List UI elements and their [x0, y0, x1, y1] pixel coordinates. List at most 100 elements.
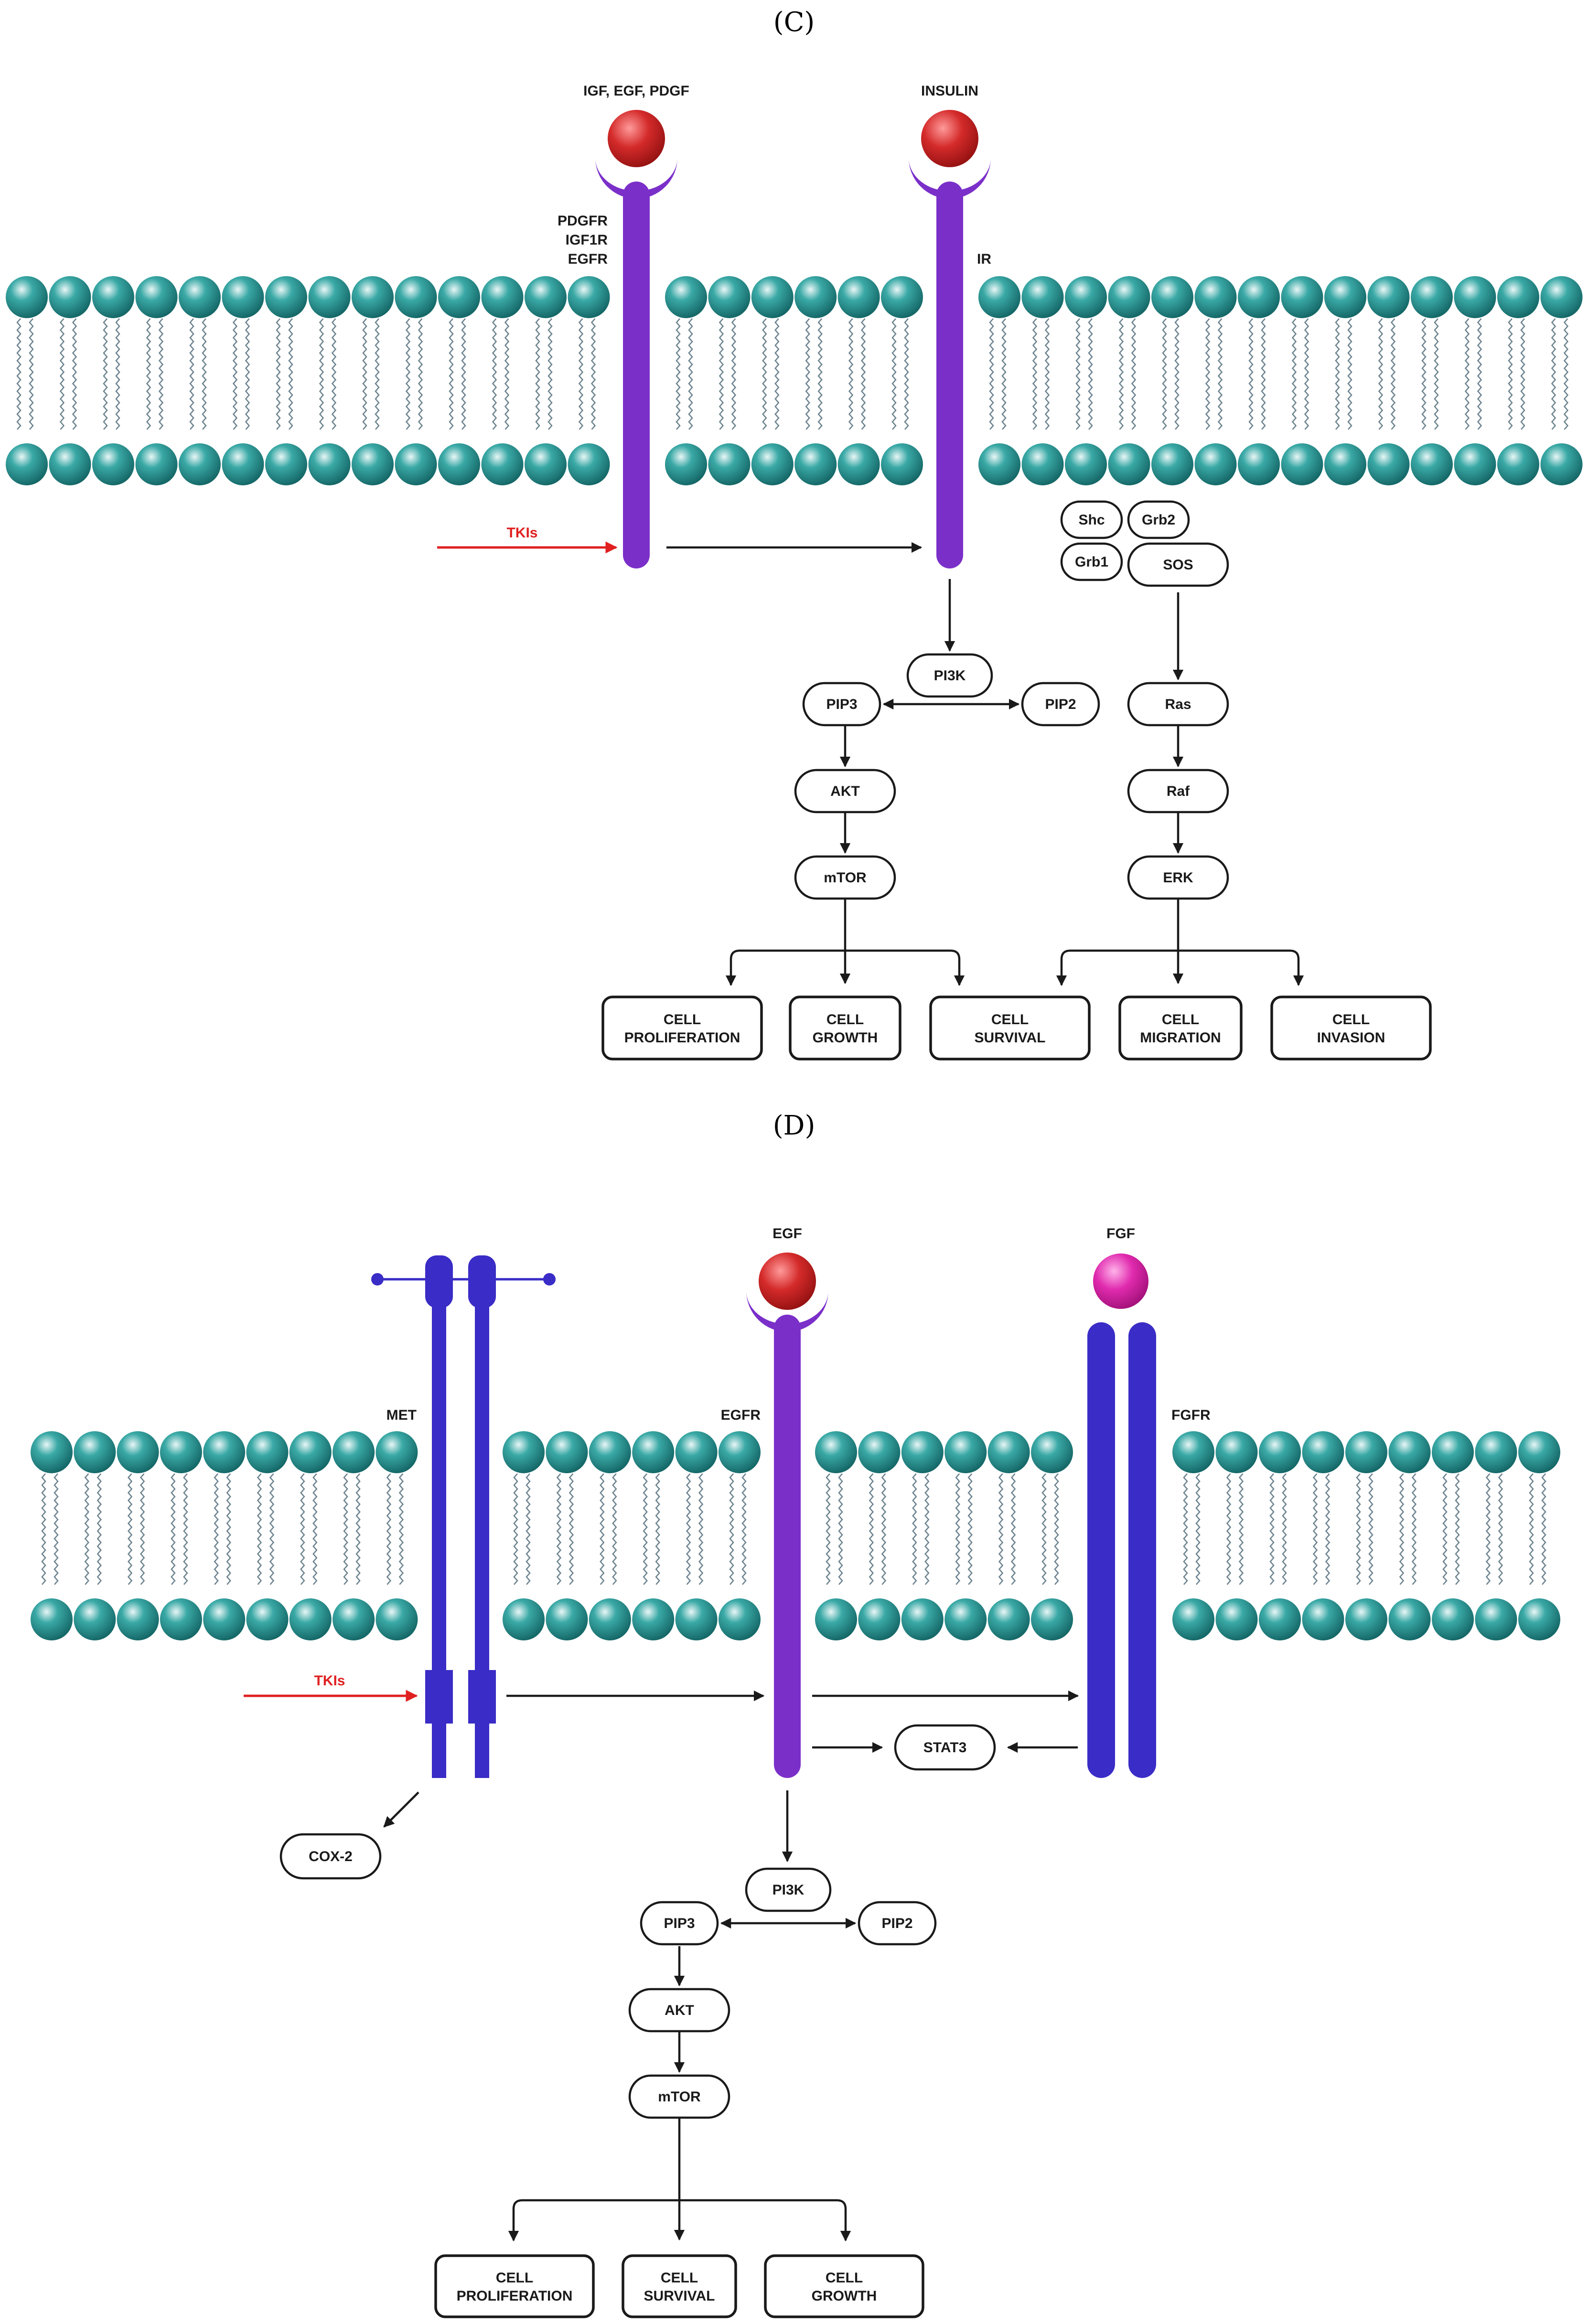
svg-text:MIGRATION: MIGRATION [1140, 1030, 1221, 1046]
phospholipid [837, 275, 880, 486]
ligand-insulin [921, 110, 978, 167]
node-shc: Shc [1060, 500, 1123, 539]
phospholipid [264, 275, 308, 486]
node-pi3k: PI3K [906, 653, 993, 698]
phospholipid [858, 1430, 901, 1641]
phospholipid [880, 275, 924, 486]
inhibitor-label-tkis: TKIs [314, 1673, 345, 1689]
phospholipid [814, 1430, 858, 1641]
svg-text:PIP3: PIP3 [664, 1916, 695, 1931]
svg-text:COX-2: COX-2 [309, 1849, 353, 1864]
ligand-igf-egf-pdgf [608, 110, 665, 167]
svg-text:PI3K: PI3K [934, 668, 966, 684]
svg-text:CELL: CELL [826, 1012, 864, 1028]
node-akt: AKT [794, 769, 896, 814]
phospholipid [1410, 275, 1454, 486]
phospholipid [794, 275, 837, 486]
svg-text:SOS: SOS [1163, 557, 1193, 573]
node-pip2: PIP2 [858, 1901, 937, 1946]
svg-text:CELL: CELL [1332, 1012, 1370, 1028]
receptor-label-fgfr: FGFR [1171, 1407, 1211, 1423]
phospholipid [718, 1430, 762, 1641]
receptor-egfr [746, 1291, 828, 1778]
phospholipid [1194, 275, 1237, 486]
phospholipid [159, 1430, 203, 1641]
branch-erk-outcomes [1056, 900, 1304, 986]
phospholipid [977, 275, 1021, 486]
phospholipid [91, 275, 135, 486]
phospholipid [545, 1430, 589, 1641]
panel-label-d: (D) [773, 1110, 815, 1141]
phospholipid [1171, 1430, 1215, 1641]
svg-text:PROLIFERATION: PROLIFERATION [624, 1030, 740, 1046]
svg-text:Grb1: Grb1 [1075, 554, 1108, 570]
phospholipid [394, 275, 438, 486]
phospholipid [135, 275, 178, 486]
node-pip3: PIP3 [640, 1901, 719, 1946]
panel-label-c: (C) [773, 7, 815, 38]
node-erk: ERK [1127, 855, 1229, 900]
node-pip3: PIP3 [802, 682, 881, 727]
receptor-label-met: MET [386, 1407, 417, 1423]
svg-text:STAT3: STAT3 [923, 1740, 967, 1756]
phospholipid [751, 275, 794, 486]
node-akt: AKT [628, 1988, 730, 2033]
cell-membrane [5, 275, 1583, 486]
receptor-ir [909, 158, 991, 568]
svg-text:mTOR: mTOR [658, 2089, 701, 2105]
phospholipid [332, 1430, 376, 1641]
phospholipid [48, 275, 92, 486]
svg-text:INVASION: INVASION [1317, 1030, 1385, 1046]
node-ras: Ras [1127, 682, 1229, 727]
node-mtor: mTOR [628, 2074, 730, 2119]
branch-mtor-outcomes [508, 2119, 851, 2242]
phospholipid [567, 275, 611, 486]
ligand-label-egf: EGF [773, 1226, 802, 1242]
phospholipid [1323, 275, 1367, 486]
phospholipid [524, 275, 568, 486]
phospholipid [1474, 1430, 1518, 1641]
phospholipid [1367, 275, 1410, 486]
phospholipid [178, 275, 222, 486]
svg-text:PIP2: PIP2 [881, 1916, 912, 1931]
branch-mtor-outcomes [725, 900, 965, 986]
phospholipid [481, 275, 524, 486]
svg-text:Raf: Raf [1167, 783, 1190, 799]
phospholipid [1388, 1430, 1431, 1641]
receptor-label-igf1r: IGF1R [566, 232, 608, 248]
phospholipid [1496, 275, 1540, 486]
ligand-egf [759, 1253, 816, 1310]
node-grb2: Grb2 [1127, 500, 1190, 539]
node-grb1: Grb1 [1060, 542, 1123, 581]
phospholipid [1021, 275, 1064, 486]
phospholipid [1344, 1430, 1388, 1641]
svg-text:CELL: CELL [661, 2270, 698, 2286]
svg-text:mTOR: mTOR [824, 870, 867, 886]
phospholipid [664, 275, 708, 486]
outcome-cell-migration: CELL MIGRATION [1118, 996, 1243, 1060]
phospholipid [1431, 1430, 1475, 1641]
node-sos: SOS [1127, 542, 1229, 587]
phospholipid [246, 1430, 289, 1641]
inhibitor-label-tkis: TKIs [506, 525, 537, 541]
ligand-label-insulin: INSULIN [921, 83, 978, 99]
phospholipid [1215, 1430, 1258, 1641]
phospholipid [30, 1430, 74, 1641]
phospholipid [987, 1430, 1030, 1641]
svg-text:CELL: CELL [1162, 1012, 1199, 1028]
phospholipid [708, 275, 751, 486]
node-mtor: mTOR [794, 855, 896, 900]
arrow-met-to-cox2 [383, 1791, 419, 1828]
node-cox2: COX-2 [279, 1833, 382, 1880]
phospholipid [1540, 275, 1583, 486]
phospholipid [1030, 1430, 1074, 1641]
svg-text:PIP3: PIP3 [826, 696, 857, 712]
phospholipid [1237, 275, 1281, 486]
ligand-fgf [1093, 1253, 1148, 1309]
svg-text:PI3K: PI3K [773, 1882, 805, 1898]
